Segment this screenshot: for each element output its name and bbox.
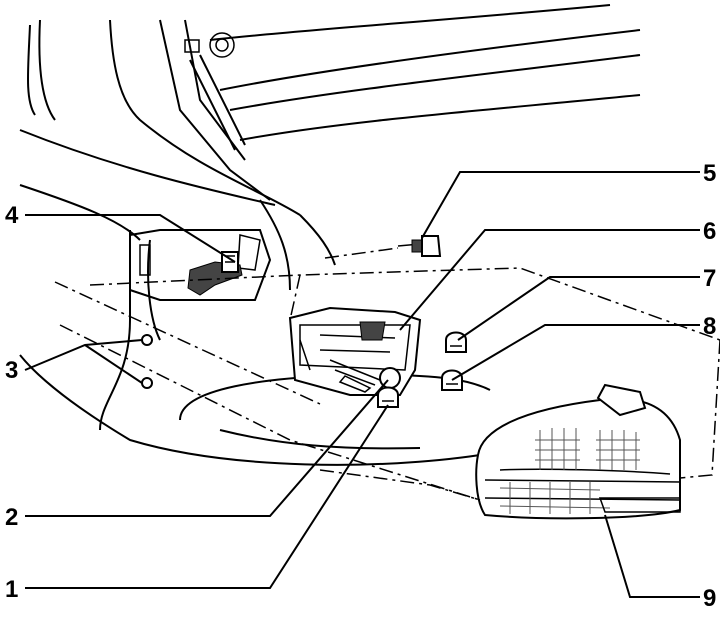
nuts <box>141 334 153 389</box>
bulb-1 <box>377 386 399 408</box>
callout-labels: 4 3 2 1 5 6 7 8 9 <box>5 160 716 612</box>
callout-1: 1 <box>5 576 18 603</box>
callout-8: 8 <box>703 313 716 340</box>
callout-2: 2 <box>5 504 18 531</box>
screw <box>397 235 442 257</box>
bulb-holder <box>288 306 422 396</box>
callout-7: 7 <box>703 265 716 292</box>
callout-5: 5 <box>703 160 716 187</box>
car-body <box>19 4 641 466</box>
callout-6: 6 <box>703 218 716 245</box>
leader-lines <box>24 171 700 598</box>
connector-plug <box>187 251 243 296</box>
tail-light <box>475 383 681 520</box>
assembly-lines <box>54 247 720 501</box>
callout-4: 4 <box>5 202 19 229</box>
callout-3: 3 <box>5 357 18 384</box>
callout-9: 9 <box>703 585 716 612</box>
bulb-8 <box>441 369 463 391</box>
